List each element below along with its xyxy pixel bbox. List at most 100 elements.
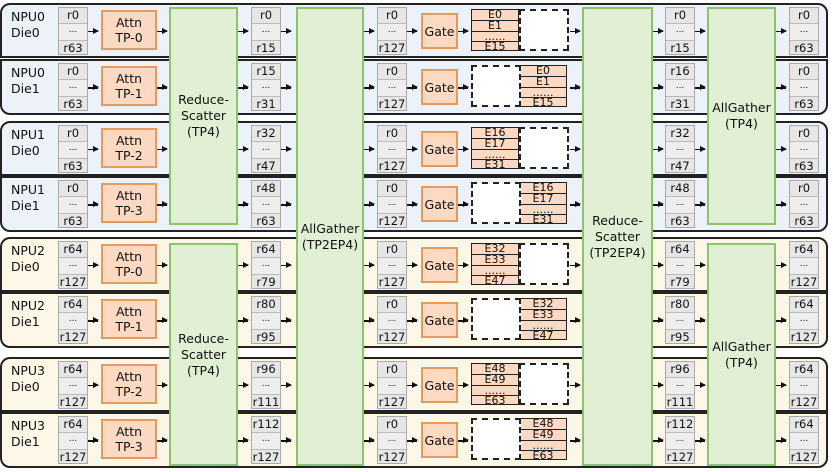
expert-cell: ...... <box>520 205 566 216</box>
stack-cell: ... <box>790 24 818 41</box>
stack-cell: r0 <box>790 126 818 143</box>
arrow-icon <box>157 84 168 90</box>
stack-cell: r127 <box>59 274 87 289</box>
arrow-icon <box>653 317 664 323</box>
reduce-scatter-tp4-bottom: Reduce-Scatter (TP4) <box>169 243 238 466</box>
stack-cell: r127 <box>790 329 818 344</box>
arrow-icon <box>695 146 706 151</box>
arrow-icon <box>695 28 706 33</box>
arrow-icon <box>695 317 706 323</box>
attn-tp-label: TP-0 <box>115 30 143 45</box>
rs-tokens-stack: r80...r95 <box>251 296 281 344</box>
attn-label: Attn <box>115 133 143 148</box>
die-name: Die1 <box>11 434 40 449</box>
arrow-icon <box>157 382 168 387</box>
arrow-icon <box>88 146 99 151</box>
attn-label: Attn <box>115 188 143 203</box>
stack-cell: r95 <box>256 329 276 344</box>
arrow-icon <box>407 437 418 443</box>
arrow-icon <box>407 201 418 207</box>
stack-cell: r63 <box>63 40 83 55</box>
input-tokens-stack: r64...r127 <box>58 416 88 464</box>
attn-label: Attn <box>115 424 143 439</box>
stack-cell: r127 <box>59 329 87 344</box>
gathered-tokens-stack: r0...r127 <box>377 125 407 173</box>
arrow-icon <box>653 201 664 207</box>
stack-cell: r127 <box>666 449 694 464</box>
stack-cell: r96 <box>252 362 280 379</box>
stack-cell: r64 <box>59 362 87 379</box>
stack-cell: r63 <box>63 96 83 111</box>
stack-cell: r48 <box>666 181 694 198</box>
expert-cell: E0 <box>472 10 518 21</box>
arrow-icon <box>776 382 787 387</box>
expert-cell: E48 <box>520 419 566 430</box>
stack-cell: r0 <box>59 8 87 25</box>
stack-cell: ... <box>378 313 406 330</box>
stack-cell: r63 <box>670 213 690 228</box>
arrow-icon <box>695 84 706 90</box>
die-name: Die1 <box>11 314 40 329</box>
arrow-icon <box>407 146 418 151</box>
expert-cell: E32 <box>472 244 518 255</box>
gate-box: Gate <box>421 13 458 49</box>
stack-cell: r96 <box>666 362 694 379</box>
gate-box: Gate <box>421 247 458 283</box>
expert-cell: E49 <box>472 375 518 386</box>
arrow-icon <box>88 437 99 443</box>
expert-cell: E47 <box>484 276 506 286</box>
rs2-tokens-stack: r96...r111 <box>665 361 695 409</box>
arrow-icon <box>157 262 168 267</box>
arrow-icon <box>238 382 249 387</box>
stack-cell: r127 <box>378 158 406 173</box>
arrow-icon <box>281 382 292 387</box>
expert-cell: ...... <box>520 88 566 99</box>
expert-cell: E33 <box>520 310 566 321</box>
reduce-scatter-tp2ep4: Reduce-Scatter (TP2EP4) <box>582 7 653 466</box>
stack-cell: r127 <box>252 449 280 464</box>
arrow-icon <box>570 317 581 323</box>
gathered-tokens-stack: r0...r127 <box>377 296 407 344</box>
arrow-icon <box>570 382 581 387</box>
stack-cell: r127 <box>790 449 818 464</box>
arrow-icon <box>238 146 249 151</box>
rs2-tokens-stack: r16...r31 <box>665 63 695 111</box>
stack-cell: r0 <box>378 64 406 81</box>
rs2-tokens-stack: r64...r79 <box>665 241 695 289</box>
stack-cell: ... <box>59 197 87 214</box>
gathered-tokens-stack: r0...r127 <box>377 361 407 409</box>
npu-name: NPU0 <box>11 65 45 80</box>
stack-cell: ... <box>666 80 694 97</box>
attn-tp-label: TP-3 <box>115 439 143 454</box>
arrow-icon <box>364 262 375 267</box>
stack-cell: ... <box>666 258 694 275</box>
gate-box: Gate <box>421 302 458 338</box>
arrow-icon <box>458 262 469 267</box>
stack-cell: r16 <box>666 64 694 81</box>
expert-cell: E48 <box>472 364 518 375</box>
arrow-icon <box>157 201 168 207</box>
attn-tp-label: TP-3 <box>115 203 143 218</box>
rs-tokens-stack: r48...r63 <box>251 180 281 228</box>
stack-cell: ... <box>59 378 87 395</box>
stack-cell: r32 <box>252 126 280 143</box>
attn-tp-label: TP-1 <box>115 319 143 334</box>
arrow-icon <box>458 84 469 90</box>
gate-box: Gate <box>421 131 458 167</box>
expert-cell: E47 <box>532 331 554 341</box>
gathered-tokens-stack: r0...r127 <box>377 7 407 55</box>
expert-cell: E16 <box>472 128 518 139</box>
arrow-icon <box>364 201 375 207</box>
arrow-icon <box>653 437 664 443</box>
gathered-tokens-stack: r0...r127 <box>377 180 407 228</box>
